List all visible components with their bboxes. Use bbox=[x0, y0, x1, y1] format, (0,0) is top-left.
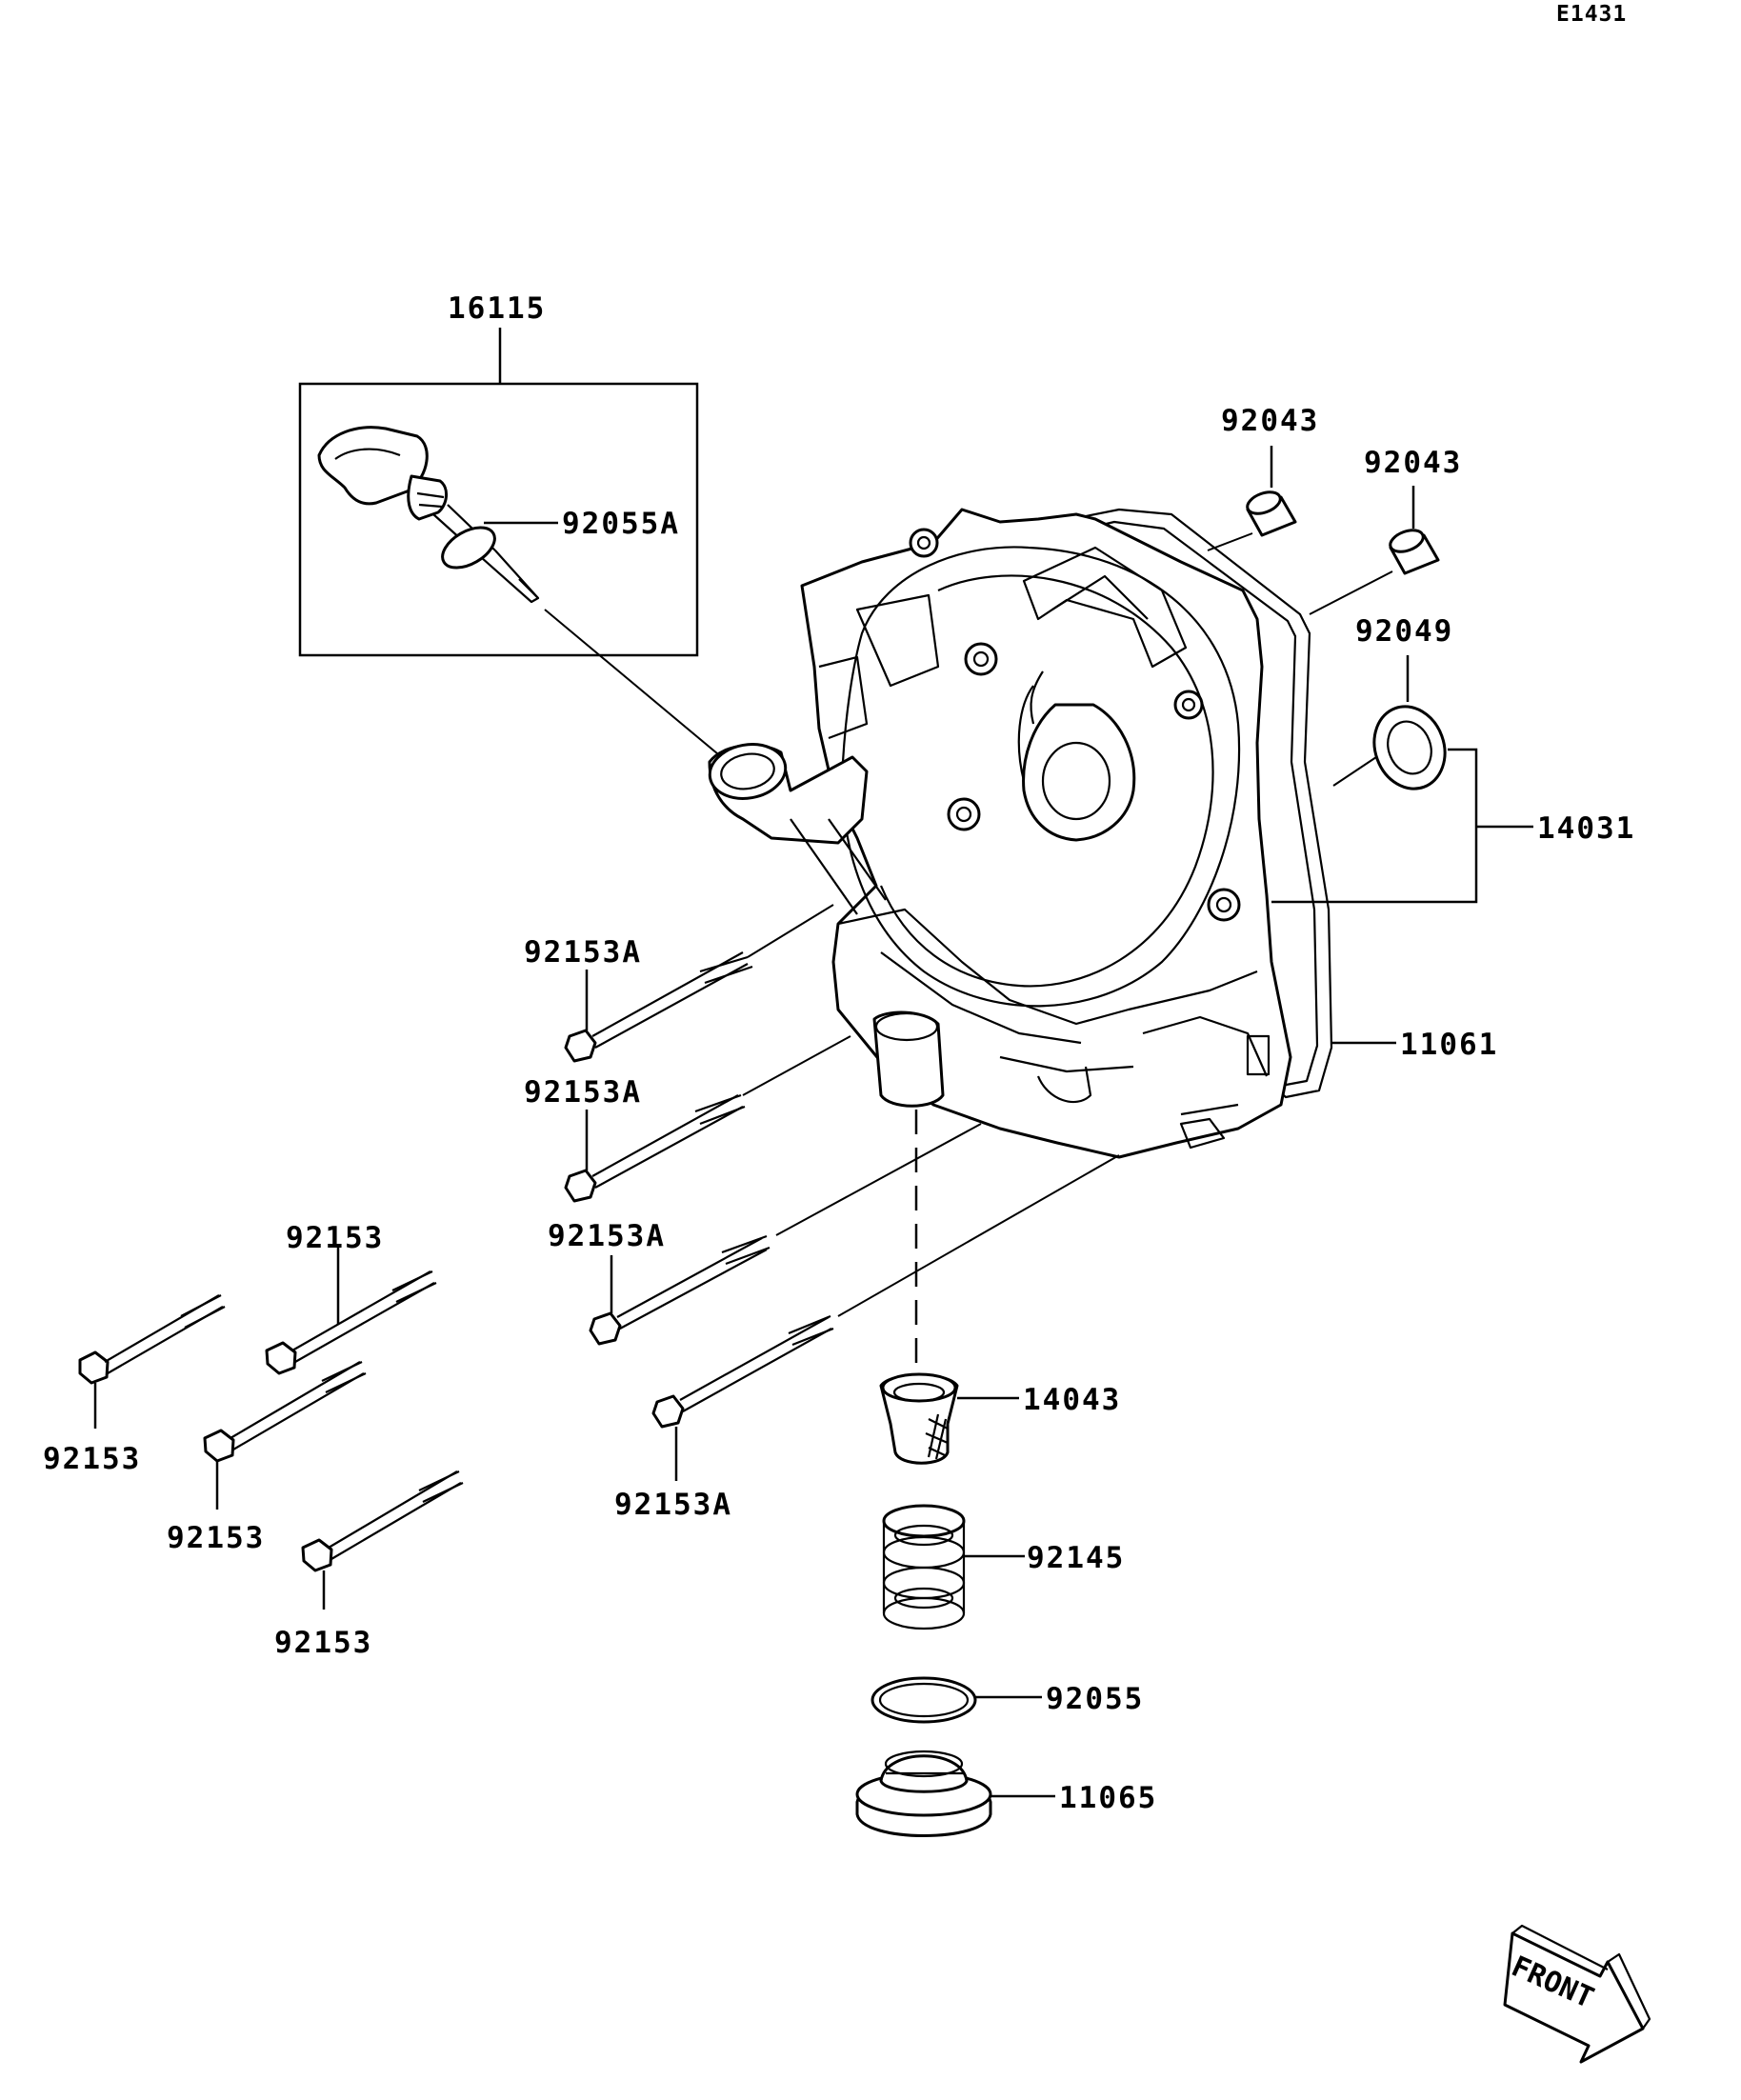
label-92153A-4[interactable]: 92153A bbox=[614, 1488, 732, 1522]
bolt-a-4[interactable]: 92153A bbox=[614, 1154, 1120, 1522]
bolt-a-1[interactable]: 92153A bbox=[524, 904, 834, 1063]
o-ring-plug[interactable]: 92055 bbox=[870, 1676, 1144, 1724]
spring[interactable]: 92145 bbox=[882, 1504, 1125, 1630]
oil-filler-cap-group: 16115 92055A bbox=[298, 291, 753, 784]
label-92049[interactable]: 92049 bbox=[1355, 614, 1453, 649]
label-14043[interactable]: 14043 bbox=[1023, 1383, 1121, 1417]
drain-plug[interactable]: 11065 bbox=[855, 1750, 1157, 1837]
o-ring-cap[interactable] bbox=[436, 519, 502, 575]
label-92055A[interactable]: 92055A bbox=[562, 507, 680, 541]
label-92055[interactable]: 92055 bbox=[1046, 1682, 1144, 1716]
label-92043-1[interactable]: 92043 bbox=[1221, 404, 1319, 438]
oil-filler-cap[interactable] bbox=[317, 426, 540, 604]
label-16115[interactable]: 16115 bbox=[448, 291, 546, 326]
label-92153A-2[interactable]: 92153A bbox=[524, 1075, 642, 1110]
label-92153A-1[interactable]: 92153A bbox=[524, 935, 642, 970]
front-arrow: FRONT bbox=[1503, 1924, 1651, 2064]
bolt-3[interactable]: 92153 bbox=[167, 1361, 367, 1555]
bolt-a-2[interactable]: 92153A bbox=[524, 1035, 851, 1203]
label-11061[interactable]: 11061 bbox=[1400, 1028, 1498, 1062]
bolt-4[interactable]: 92153 bbox=[274, 1470, 464, 1660]
cover-assy-bracket: 14031 bbox=[1271, 748, 1635, 904]
label-92153-1[interactable]: 92153 bbox=[43, 1442, 141, 1476]
label-14031[interactable]: 14031 bbox=[1537, 811, 1635, 846]
label-11065[interactable]: 11065 bbox=[1059, 1781, 1157, 1815]
bolt-1[interactable]: 92153 bbox=[43, 1294, 226, 1476]
oil-strainer[interactable]: 14043 bbox=[879, 1372, 1121, 1465]
bolt-2[interactable]: 92153 bbox=[265, 1221, 437, 1375]
label-92153A-3[interactable]: 92153A bbox=[548, 1219, 666, 1253]
label-92153-2[interactable]: 92153 bbox=[286, 1221, 384, 1255]
dowel-pin-1[interactable]: 92043 bbox=[1207, 404, 1319, 551]
crankcase-cover[interactable] bbox=[706, 508, 1333, 1159]
oil-seal[interactable]: 92049 bbox=[1332, 614, 1456, 799]
cap-group-box bbox=[298, 382, 699, 657]
dowel-pin-2[interactable]: 92043 bbox=[1309, 446, 1462, 615]
label-92153-4[interactable]: 92153 bbox=[274, 1626, 372, 1660]
label-92153-3[interactable]: 92153 bbox=[167, 1521, 265, 1555]
diagram-code: E1431 bbox=[1556, 2, 1627, 27]
bolt-a-3[interactable]: 92153A bbox=[548, 1123, 982, 1346]
label-92145[interactable]: 92145 bbox=[1027, 1541, 1125, 1575]
label-92043-2[interactable]: 92043 bbox=[1364, 446, 1462, 480]
